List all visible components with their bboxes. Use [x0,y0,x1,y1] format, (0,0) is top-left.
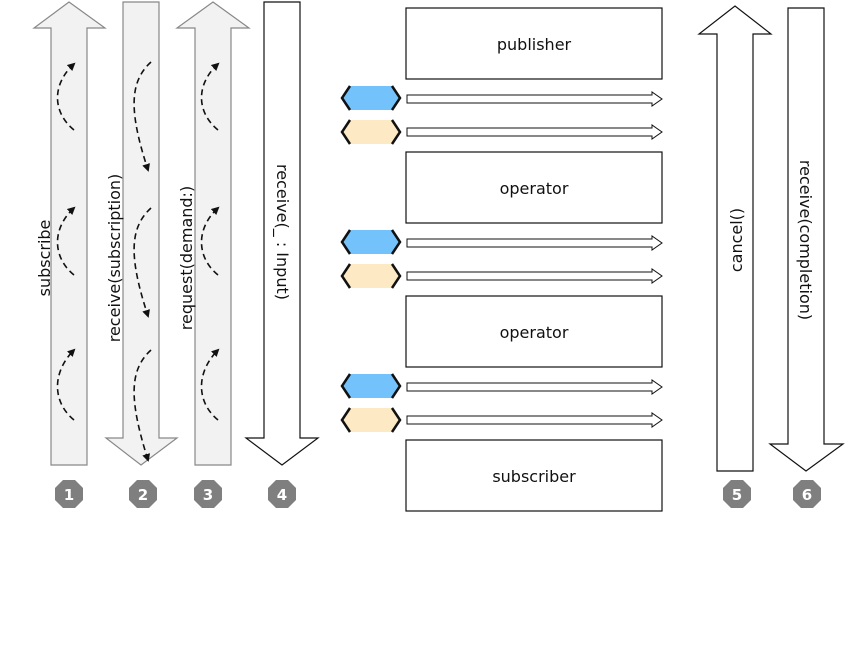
badge-2: 2 [129,480,157,508]
badge-6: 6 [793,480,821,508]
receive-completion-arrow: receive(completion) [768,7,845,472]
svg-text:3: 3 [203,486,213,504]
cancel-arrow: cancel() [697,5,773,472]
subscriber-box: subscriber [405,439,663,512]
operator-box-1: operator [405,151,663,224]
subscriber-label: subscriber [492,467,576,486]
connector-blue-1 [340,85,663,111]
connector-blue-3 [340,373,663,399]
svg-text:4: 4 [277,486,287,504]
badge-4: 4 [268,480,296,508]
svg-text:6: 6 [802,486,812,504]
svg-text:2: 2 [138,486,148,504]
receive-completion-label: receive(completion) [796,160,815,320]
receive-subscription-arrow: receive(subscription) [104,1,179,466]
badge-5: 5 [723,480,751,508]
connector-cream-2 [340,263,663,289]
publisher-box: publisher [405,7,663,80]
request-demand-label: request(demand:) [177,186,196,330]
subscribe-label: subscribe [35,220,54,297]
operator-label-2: operator [500,323,569,342]
connector-blue-2 [340,229,663,255]
cancel-label: cancel() [727,208,746,272]
publisher-label: publisher [497,35,572,54]
badge-3: 3 [194,480,222,508]
receive-subscription-label: receive(subscription) [105,174,124,343]
subscribe-arrow: subscribe [32,1,107,466]
operator-label-1: operator [500,179,569,198]
connector-cream-3 [340,407,663,433]
receive-input-label: receive(_ : Input) [272,164,292,300]
receive-input-arrow: receive(_ : Input) [244,1,320,466]
request-demand-arrow: request(demand:) [175,1,251,466]
connector-cream-1 [340,119,663,145]
badge-1: 1 [55,480,83,508]
operator-box-2: operator [405,295,663,368]
svg-text:1: 1 [64,486,74,504]
svg-text:5: 5 [732,486,742,504]
